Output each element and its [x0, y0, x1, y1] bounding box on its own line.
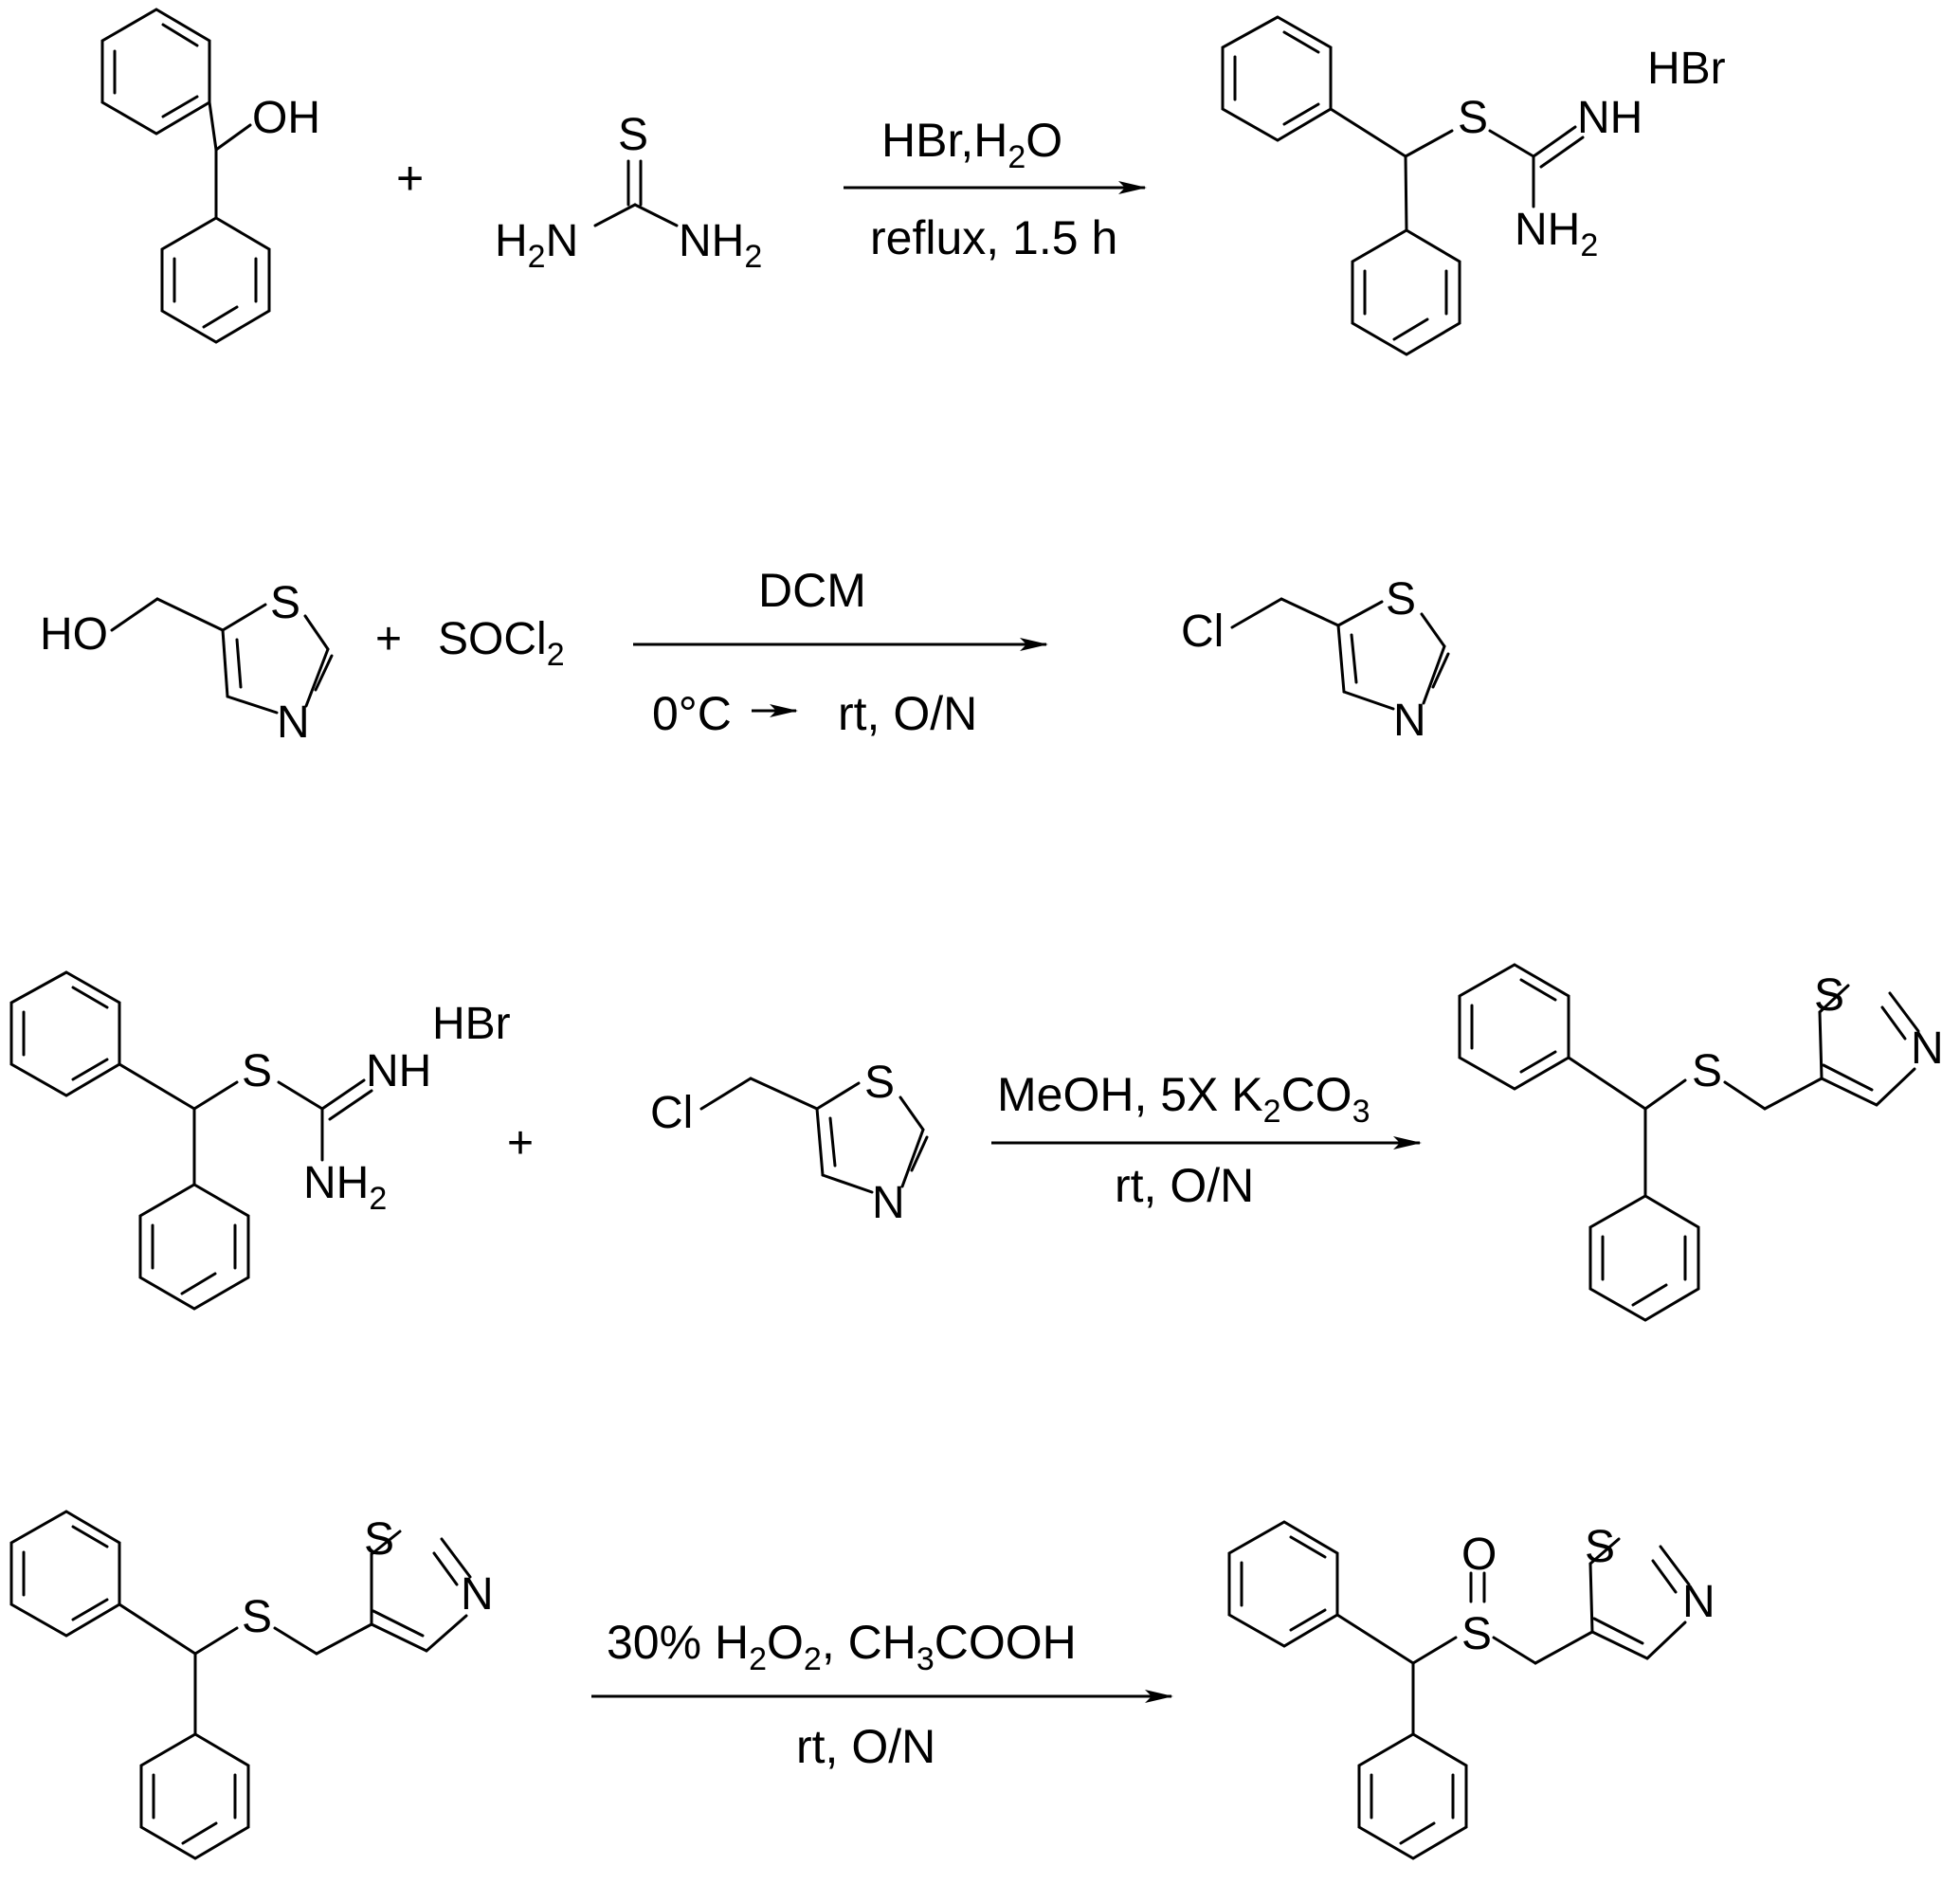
phenyl-ring-bottom [138, 1183, 250, 1311]
chloromethylthiazole-product: Cl S N [1181, 574, 1450, 746]
reaction-arrow-4: 30% H2O2, CH3COOH rt, O/N [591, 1616, 1173, 1773]
ring-nitrogen-label: N [872, 1178, 905, 1228]
ring-sulfur-label: S [270, 578, 300, 628]
hydroxyl-label: HO [40, 609, 108, 660]
ring-sulfur-label: S [864, 1058, 895, 1108]
thiazolylmethanol-molecule: HO S N [40, 578, 334, 748]
amine-label: NH2 [303, 1158, 387, 1217]
reaction-arrow-3: MeOH, 5X K2CO3 rt, O/N [991, 1068, 1422, 1212]
phenyl-ring-bottom [1357, 1732, 1468, 1860]
thiazole-ring [1230, 597, 1450, 711]
reagents-below-2-end: rt, O/N [838, 687, 977, 740]
thiazole-ring [699, 1077, 929, 1194]
plus-sign: + [396, 152, 424, 205]
sulfoxide-sulfur-label: S [1461, 1609, 1492, 1659]
isothiouronium-salt-molecule: S NH NH2 HBr [9, 970, 511, 1311]
reagents-below-3: rt, O/N [1115, 1159, 1254, 1212]
hydroxyl-label: OH [252, 93, 320, 143]
chloromethylthiazole-molecule: Cl S N [650, 1058, 929, 1228]
reagents-above-2: DCM [758, 564, 866, 617]
sulfur-label: S [242, 1046, 272, 1096]
thiourea-molecule: S H2N NH2 [495, 110, 762, 275]
thioether-sulfur-label: S [1692, 1046, 1722, 1096]
thiourea-amine-left: H2N [495, 216, 578, 275]
thiourea-amine-right: NH2 [679, 216, 762, 275]
reagents-below-2-start: 0°C [652, 687, 732, 740]
chloro-label: Cl [650, 1088, 693, 1138]
reagents-below-4: rt, O/N [796, 1720, 935, 1773]
reaction-arrow-1: HBr,H2O reflux, 1.5 h [844, 114, 1147, 264]
thionyl-chloride-label: SOCl2 [438, 614, 565, 673]
reagents-below-1: reflux, 1.5 h [870, 211, 1117, 264]
ring-sulfur-label: S [1386, 574, 1416, 625]
salt-label: HBr [432, 999, 511, 1049]
product-imine-label: NH [1577, 93, 1642, 143]
reaction-1: OH + S H2N NH2 HBr,H2O reflux, 1.5 h [100, 8, 1726, 356]
benzhydrol-molecule: OH [100, 8, 320, 344]
chloro-label: Cl [1181, 607, 1224, 657]
plus-sign: + [375, 614, 402, 664]
ring-nitrogen-label: N [1682, 1577, 1715, 1627]
ring-nitrogen-label: N [1911, 1023, 1944, 1074]
ring-nitrogen-label: N [277, 697, 310, 748]
reaction-3: S NH NH2 HBr + Cl S N MeOH [9, 963, 1944, 1322]
reagents-above-4: 30% H2O2, CH3COOH [607, 1616, 1077, 1677]
reagents-above-1: HBr,H2O [881, 114, 1062, 175]
phenyl-ring-bottom [139, 1732, 250, 1860]
phenyl-ring-top [1221, 15, 1333, 142]
product-salt-label: HBr [1647, 44, 1726, 94]
thiourea-sulfur-label: S [618, 110, 648, 160]
reaction-4: S S N 30% H2O2, CH3COOH rt, O/N [9, 1510, 1715, 1860]
phenyl-ring-bottom [160, 216, 271, 344]
reaction-2: HO S N + SOCl2 DCM 0°C rt, O/N [40, 564, 1450, 748]
phenyl-ring-top [9, 1510, 121, 1638]
phenyl-ring-top [1227, 1520, 1339, 1648]
phenyl-ring-bottom [1588, 1194, 1700, 1322]
sulfide-product: S S N [1458, 963, 1944, 1322]
phenyl-ring-top [9, 970, 121, 1097]
phenyl-ring-bottom [1351, 228, 1461, 356]
sulfoxide-oxygen-label: O [1461, 1530, 1497, 1580]
ring-sulfur-label: S [1814, 970, 1844, 1021]
product-sulfur-label: S [1458, 93, 1488, 143]
thioether-sulfur-label: S [242, 1592, 272, 1642]
imine-label: NH [366, 1046, 431, 1096]
ring-sulfur-label: S [364, 1514, 394, 1565]
plus-sign: + [507, 1118, 534, 1168]
sulfide-reactant: S S N [9, 1510, 494, 1860]
reagents-above-3: MeOH, 5X K2CO3 [997, 1068, 1370, 1130]
ring-nitrogen-label: N [1393, 696, 1426, 746]
sulfoxide-product: O S S N [1227, 1520, 1715, 1860]
thiazole-ring [110, 597, 334, 715]
ring-nitrogen-label: N [461, 1569, 494, 1620]
ring-sulfur-label: S [1585, 1522, 1615, 1572]
isothiouronium-salt-product: S NH NH2 HBr [1221, 15, 1726, 356]
product-amine-label: NH2 [1515, 205, 1598, 263]
phenyl-ring-top [100, 8, 211, 136]
reaction-arrow-2: DCM 0°C rt, O/N [633, 564, 1048, 740]
phenyl-ring-top [1458, 963, 1570, 1091]
